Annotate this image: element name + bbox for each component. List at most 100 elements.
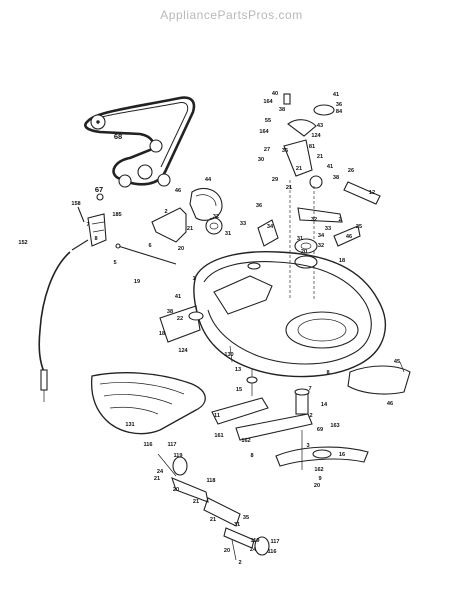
callout-1: 1 [192, 276, 195, 282]
lift-bracket [38, 193, 107, 402]
callout-46: 46 [175, 188, 181, 194]
callout-21: 21 [286, 185, 292, 191]
callout-185: 185 [112, 212, 121, 218]
callout-31: 31 [234, 522, 240, 528]
callout-11: 11 [214, 413, 220, 419]
callout-163: 163 [330, 423, 339, 429]
callout-21: 21 [154, 476, 160, 482]
callout-12: 12 [369, 190, 375, 196]
callout-124: 124 [311, 133, 321, 139]
callout-8: 8 [250, 453, 253, 459]
callout-162: 162 [241, 438, 250, 444]
callout-124: 124 [178, 348, 188, 354]
callout-69: 69 [317, 427, 323, 433]
callout-130: 130 [224, 352, 233, 358]
callout-15: 15 [236, 387, 242, 393]
callout-2: 2 [338, 217, 341, 223]
callout-21: 21 [193, 499, 199, 505]
callout-34: 34 [318, 233, 325, 239]
callout-5: 5 [113, 260, 116, 266]
callout-30: 30 [258, 157, 264, 163]
blade-assembly [211, 361, 411, 470]
gauge-wheel-rear [223, 527, 270, 561]
callout-117: 117 [270, 539, 279, 545]
callout-45: 45 [394, 359, 400, 365]
callout-14: 14 [321, 402, 328, 408]
callout-26: 26 [348, 168, 354, 174]
callout-20: 20 [178, 246, 184, 252]
callout-20: 20 [301, 249, 307, 255]
callout-21: 21 [187, 226, 193, 232]
callout-32: 32 [311, 217, 317, 223]
callout-38: 38 [333, 175, 339, 181]
callout-8: 8 [94, 236, 97, 242]
gauge-wheel-front [157, 453, 241, 527]
callout-2: 2 [238, 560, 241, 566]
callout-43: 43 [317, 123, 323, 129]
callout-8: 8 [326, 370, 329, 376]
callout-119: 119 [250, 538, 259, 544]
deck-pulleys-right [283, 93, 381, 300]
callout-38: 38 [167, 309, 173, 315]
callout-34: 34 [267, 224, 274, 230]
callout-35: 35 [243, 515, 249, 521]
callout-131: 131 [125, 422, 134, 428]
callout-164: 164 [259, 129, 269, 135]
callout-21: 21 [210, 517, 216, 523]
callout-labels: 6867158185152785619221444632333136342014… [18, 91, 400, 566]
discharge-chute [90, 372, 206, 435]
mower-deck [159, 251, 386, 378]
callout-6: 6 [148, 243, 151, 249]
callout-25: 25 [356, 224, 362, 230]
callout-119: 119 [173, 453, 182, 459]
callout-84: 84 [336, 109, 343, 115]
callout-116: 116 [143, 442, 152, 448]
callout-41: 41 [327, 164, 333, 170]
callout-20: 20 [173, 487, 179, 493]
callout-41: 41 [175, 294, 181, 300]
callout-33: 33 [325, 226, 331, 232]
watermark: AppliancePartsPros.com [160, 8, 303, 22]
callout-36: 36 [256, 203, 262, 209]
callout-27: 27 [264, 147, 270, 153]
callout-46: 46 [346, 234, 352, 240]
callout-33: 33 [240, 221, 246, 227]
callout-46: 46 [387, 401, 393, 407]
callout-55: 55 [265, 118, 271, 124]
callout-161: 161 [214, 433, 223, 439]
callout-117: 117 [167, 442, 176, 448]
callout-13: 13 [235, 367, 241, 373]
callout-158: 158 [71, 201, 80, 207]
callout-24: 24 [157, 469, 164, 475]
callout-20: 20 [224, 548, 230, 554]
callout-2: 2 [164, 209, 167, 215]
callout-41: 41 [333, 92, 339, 98]
callout-32: 32 [318, 243, 324, 249]
callout-31: 31 [297, 236, 303, 242]
callout-40: 40 [272, 91, 278, 97]
callout-7: 7 [86, 222, 89, 228]
callout-67: 67 [95, 185, 103, 194]
callout-24: 24 [250, 547, 257, 553]
callout-22: 22 [177, 316, 183, 322]
callout-152: 152 [18, 240, 27, 246]
callout-19: 19 [134, 279, 140, 285]
callout-20: 20 [314, 483, 320, 489]
callout-118: 118 [206, 478, 215, 484]
callout-164: 164 [263, 99, 273, 105]
callout-9: 9 [318, 476, 321, 482]
callout-35: 35 [282, 148, 288, 154]
callout-2: 2 [309, 413, 312, 419]
callout-16: 16 [339, 452, 345, 458]
callout-116: 116 [267, 549, 276, 555]
callout-44: 44 [205, 177, 212, 183]
callout-18: 18 [159, 331, 165, 337]
callout-7: 7 [308, 386, 311, 392]
callout-81: 81 [309, 144, 315, 150]
callout-68: 68 [114, 132, 122, 141]
drive-belt [84, 96, 196, 188]
idler-arm-left [115, 188, 279, 265]
callout-32: 32 [213, 214, 219, 220]
